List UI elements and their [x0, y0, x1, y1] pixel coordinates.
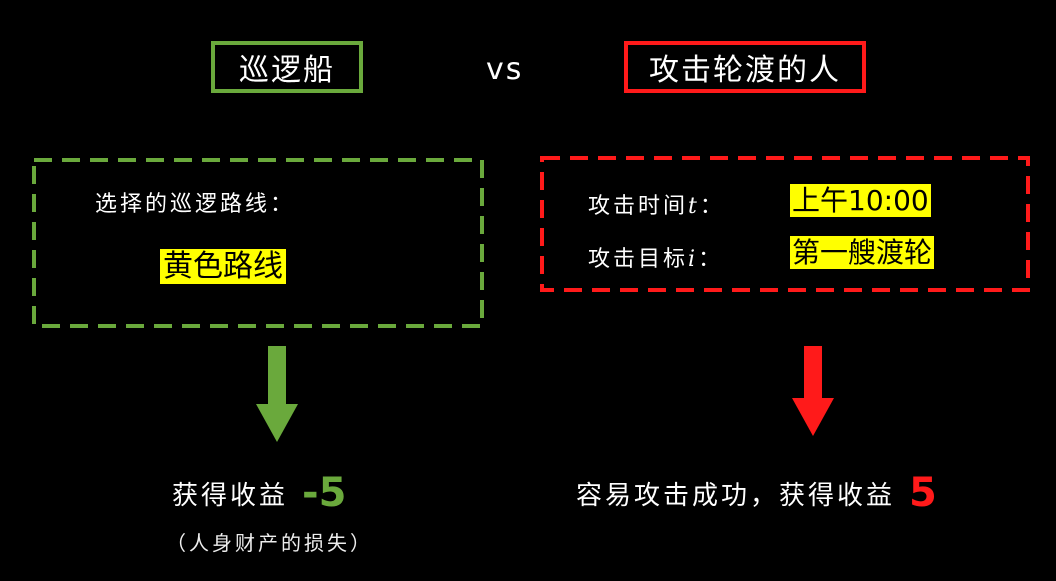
attacker-title-box: 攻击轮渡的人 — [624, 41, 866, 93]
versus-label: vs — [486, 52, 524, 87]
attacker-payoff-label: 容易攻击成功，获得收益 — [576, 480, 896, 511]
attack-time-label: 攻击时间t： — [588, 188, 725, 220]
patrol-strategy-box — [32, 158, 484, 328]
patrol-route-value: 黄色路线 — [160, 249, 286, 284]
attack-time-colon: ： — [699, 194, 725, 219]
patrol-payoff-label: 获得收益 — [172, 480, 289, 511]
attacker-payoff-value: 5 — [909, 470, 937, 516]
attack-target-value-wrap: 第一艘渡轮 — [790, 236, 935, 270]
patrol-boat-title: 巡逻船 — [239, 53, 335, 88]
patrol-route-value-wrap: 黄色路线 — [160, 249, 286, 285]
patrol-payoff: 获得收益 -5 — [172, 470, 346, 516]
patrol-route-label: 选择的巡逻路线： — [95, 192, 296, 217]
attack-time-value-wrap: 上午10:00 — [790, 184, 931, 218]
attack-target-colon: ： — [698, 247, 724, 272]
attack-target-var: i — [688, 247, 699, 272]
attack-target-value: 第一艘渡轮 — [790, 236, 935, 269]
attack-time-text: 攻击时间 — [588, 194, 689, 219]
attack-target-label: 攻击目标i： — [588, 241, 723, 273]
patrol-boat-title-box: 巡逻船 — [211, 41, 363, 93]
green-down-arrow-icon — [256, 346, 298, 442]
attacker-title: 攻击轮渡的人 — [649, 53, 841, 88]
attacker-payoff: 容易攻击成功，获得收益 5 — [576, 470, 937, 516]
attack-time-value: 上午10:00 — [790, 184, 931, 217]
patrol-payoff-note: （人身财产的损失） — [166, 531, 373, 555]
red-down-arrow-icon — [792, 346, 834, 436]
attack-target-text: 攻击目标 — [588, 247, 689, 272]
patrol-payoff-value: -5 — [302, 470, 347, 516]
attack-time-var: t — [688, 194, 700, 219]
